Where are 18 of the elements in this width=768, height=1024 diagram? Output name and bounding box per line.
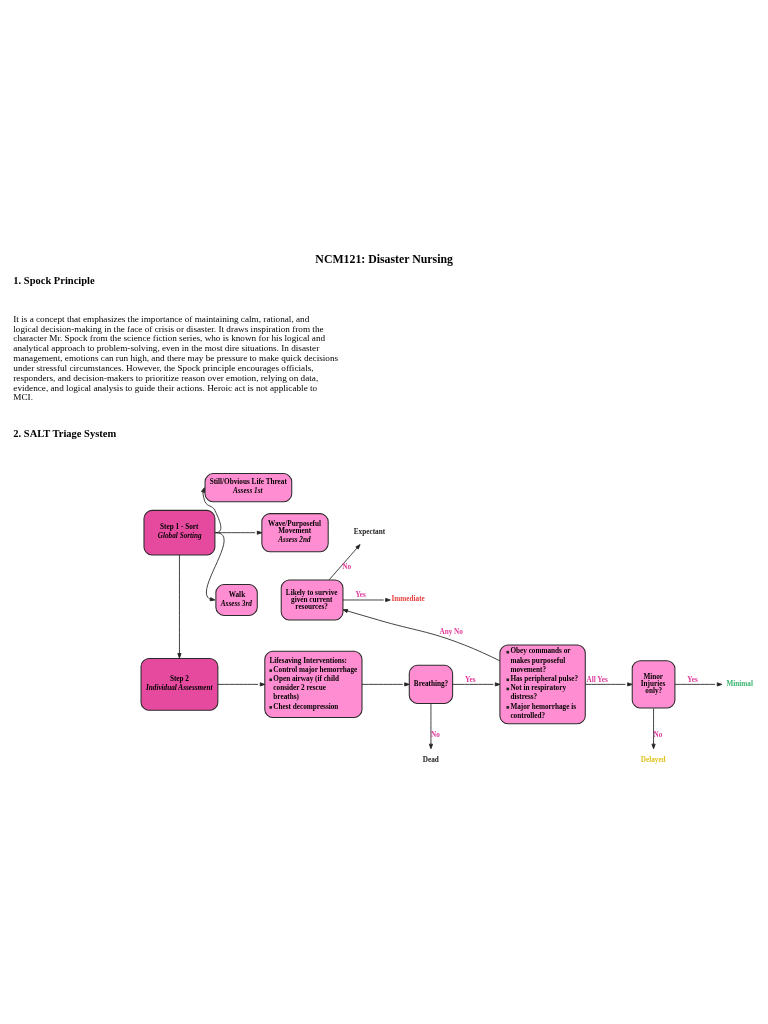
arrow bbox=[452, 682, 501, 687]
arrow bbox=[674, 682, 723, 687]
arrow bbox=[361, 682, 410, 687]
arrow bbox=[328, 544, 361, 581]
label: 1. Spock Principle bbox=[13, 274, 95, 286]
arrow bbox=[428, 703, 433, 750]
label: It is a concept that emphasizes the importance of maintaining calm, rational, and logical decision-making in the face of crisis or disaster. It draws inspiration from the character Mr. Spock from the science fiction series, who is known for his logical and analytical approach to problem-solving, even in the most dire situations. In disaster management, emotions can run high, and there may be pressure to make quick decisions under stressful circumstances. However, the Spock principle encourages officials, responders, and decision-makers to prioritize reason over emotion, relying on data, evidence, and logical analysis to guide their actions. Heroic act is not applicable to MCI. bbox=[13, 313, 339, 403]
diagram-title: NCM121: Disaster Nursing bbox=[315, 252, 453, 267]
arrow bbox=[214, 530, 263, 535]
arrow bbox=[201, 487, 222, 534]
arrow bbox=[177, 554, 182, 659]
arrow bbox=[342, 597, 391, 603]
arrow bbox=[342, 609, 501, 662]
arrow bbox=[651, 708, 656, 750]
label: 2. SALT Triage System bbox=[13, 427, 117, 439]
arrow bbox=[217, 682, 266, 687]
arrow bbox=[584, 682, 633, 687]
arrow bbox=[205, 532, 225, 602]
